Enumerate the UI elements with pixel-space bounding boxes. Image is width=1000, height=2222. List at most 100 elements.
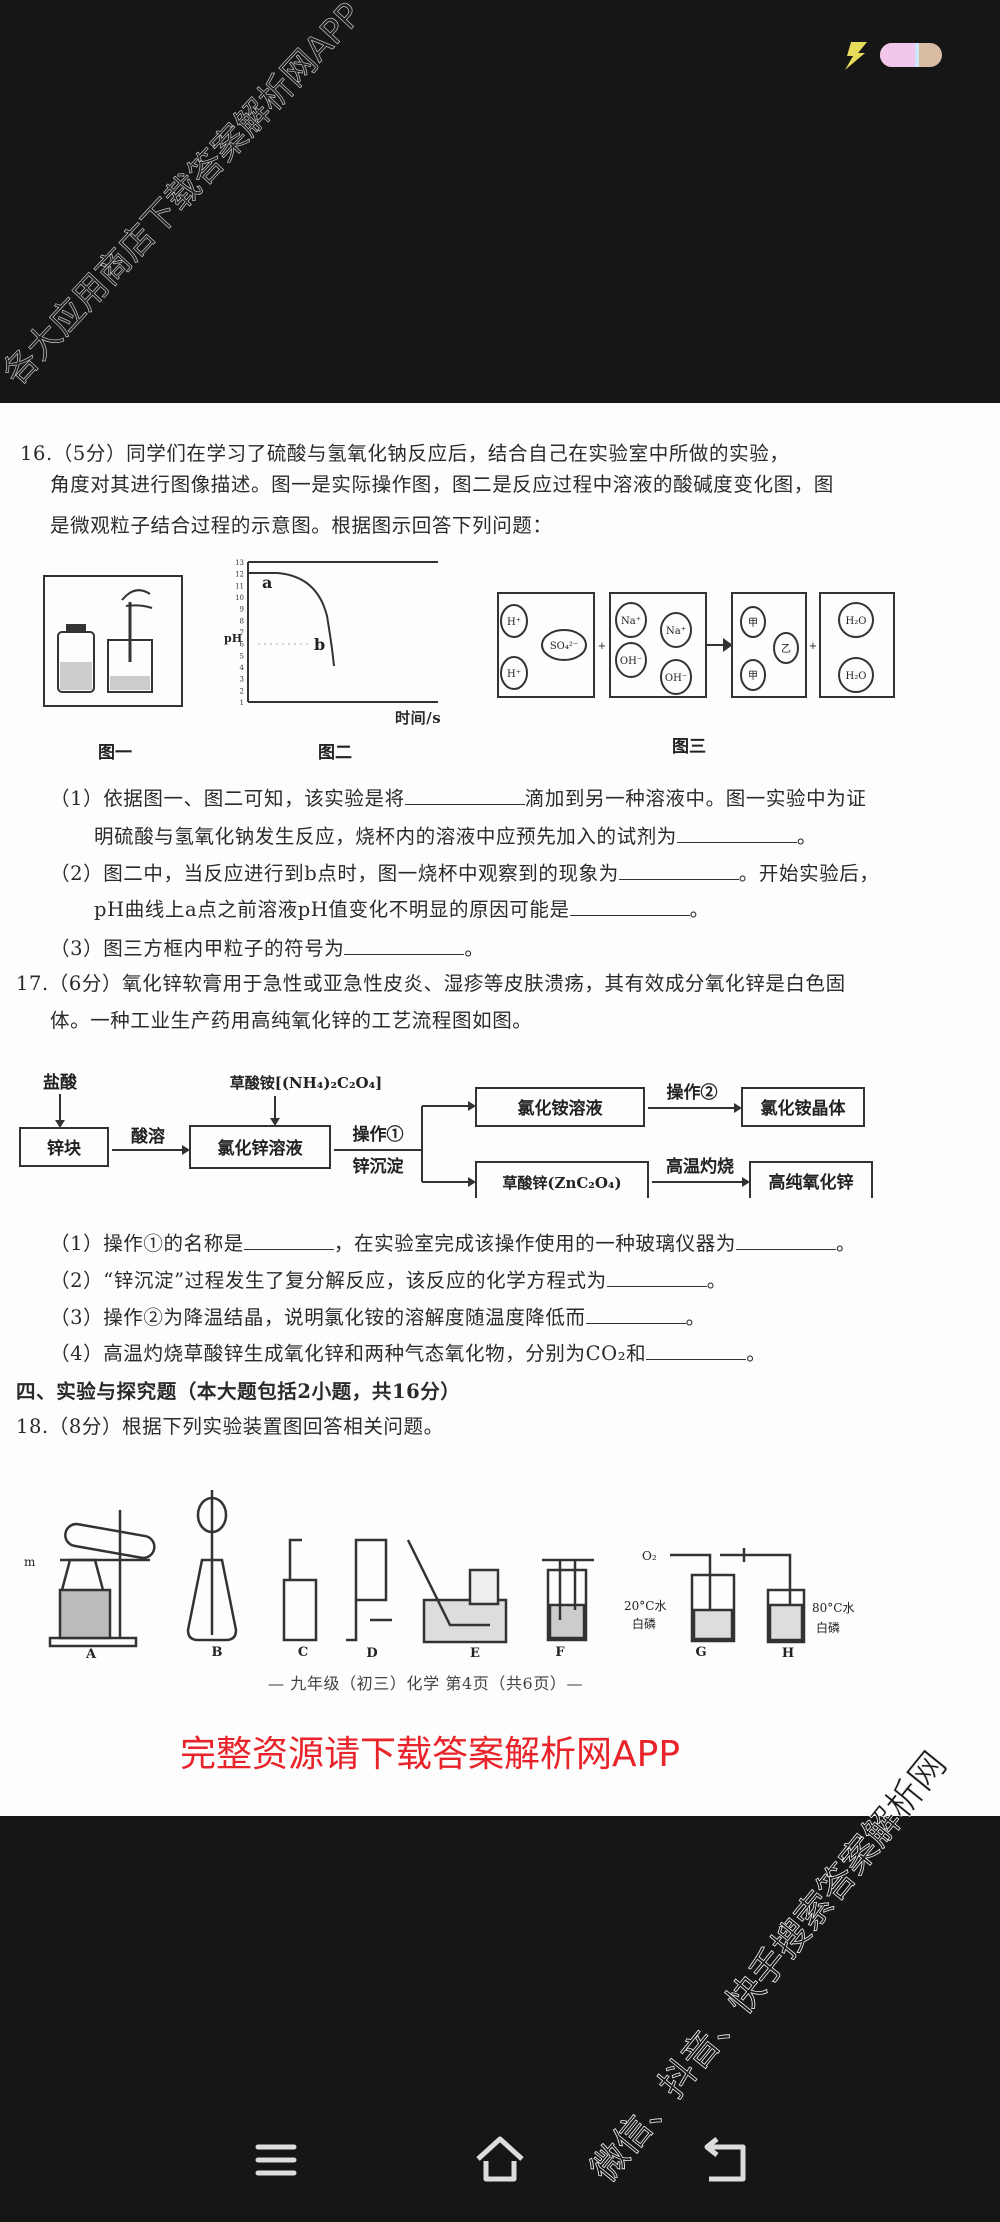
particle-h: H⁺ [507,617,521,628]
particle-oh: OH⁻ [665,673,687,684]
point-a-label: a [262,573,272,592]
ph-tick-label: 13 [235,559,244,567]
flow-hcl: 盐酸 [43,1072,78,1093]
lab-apparatus-figure: m O₂ 20°C水 白磷 80°C水 白磷 A B C D E F G H [24,1490,854,1660]
text: 。 [746,1342,767,1365]
text: （1）操作①的名称是 [50,1232,244,1255]
ph-tick-label: 5 [240,652,244,660]
q16-sub1: （1）依据图一、图二可知，该实验是将 滴加到另一种溶液中。图一实验中为证 [50,782,866,811]
flow-calcine: 高温灼烧 [666,1156,734,1177]
flow-zinc: 锌块 [47,1138,82,1159]
apparatus-label-e: E [470,1646,480,1660]
ph-tick-label: 7 [240,629,244,637]
q18-line1: 18.（8分）根据下列实验装置图回答相关问题。 [16,1415,444,1438]
text: 。 [796,825,818,848]
q17-sub3: （3）操作②为降温结晶，说明氯化铵的溶解度随温度降低而。 [50,1301,706,1330]
answer-blank[interactable] [676,824,797,843]
q17-sub1: （1）操作①的名称是 ，在实验室完成该操作使用的一种玻璃仪器为 。 [50,1227,856,1256]
particle-yi: 乙 [781,643,791,655]
text: （2）图二中，当反应进行到b点时，图一烧杯中观察到的现象为 [50,862,619,885]
g-phosphorus-label: 白磷 [632,1616,656,1631]
answer-blank[interactable] [404,786,525,805]
m-label: m [24,1555,36,1569]
o2-label: O₂ [642,1549,657,1563]
q16-sub2-cont: pH曲线上a点之前溶液pH值变化不明显的原因可能是。 [94,893,710,922]
figure-2-caption: 图二 [318,743,352,763]
figure-3-caption: 图三 [672,737,706,757]
charging-bolt-icon [845,42,867,70]
time-axis-label: 时间/s [395,709,442,727]
ph-tick-label: 1 [240,699,244,707]
answer-blank[interactable] [243,1231,334,1250]
status-bar [835,38,975,74]
q17-line1: 17.（6分）氧化锌软膏用于急性或亚急性皮炎、湿疹等皮肤溃疡，其有效成分氧化锌是… [16,972,846,995]
exam-page [0,403,1000,1816]
process-flowchart: 盐酸 锌块 酸溶 草酸铵[(NH₄)₂C₂O₄] 氯化锌溶液 操作① 锌沉淀 氯… [19,1072,873,1198]
particle-na: Na⁺ [666,626,686,637]
figure-1-operation [43,575,183,707]
flow-oxalate: 草酸铵[(NH₄)₂C₂O₄] [230,1074,383,1092]
text: （3）操作②为降温结晶，说明氯化铵的溶解度随温度降低而 [50,1306,586,1329]
watermark-middle: 完整资源请下载答案解析网APP [180,1734,681,1775]
answer-blank[interactable] [606,1268,707,1287]
text: 。 [464,937,485,960]
text: （1）依据图一、图二可知，该实验是将 [50,787,405,810]
apparatus-label-g: G [695,1645,706,1660]
particle-jia: 甲 [748,671,758,682]
ph-tick-label: 11 [235,582,244,590]
ph-axis-label: pH [224,632,242,645]
home-button[interactable] [470,2135,530,2185]
text: 。开始实验后， [738,862,880,885]
h-phosphorus-label: 白磷 [816,1620,840,1635]
answer-blank[interactable] [569,897,690,916]
ph-tick-label: 4 [240,664,245,672]
q16-sub2: （2）图二中，当反应进行到b点时，图一烧杯中观察到的现象为 。开始实验后， [50,857,880,886]
text: ，在实验室完成该操作使用的一种玻璃仪器为 [333,1232,736,1255]
answer-blank[interactable] [618,861,739,880]
q16-sub3: （3）图三方框内甲粒子的符号为。 [50,932,485,961]
back-button[interactable] [697,2135,753,2185]
text: 明硫酸与氢氧化钠发生反应，烧杯内的溶液中应预先加入的试剂为 [94,825,677,848]
flow-op1: 操作① [353,1124,404,1145]
menu-icon [255,2144,297,2176]
text: 。 [706,1269,727,1292]
answer-blank[interactable] [735,1231,836,1250]
q16-line2: 角度对其进行图像描述。图一是实际操作图，图二是反应过程中溶液的酸碱度变化图，图 [50,473,834,496]
back-icon [704,2137,746,2182]
flow-acid-dissolve: 酸溶 [131,1126,165,1147]
flow-precip: 锌沉淀 [353,1156,405,1177]
ph-tick-label: 6 [240,641,245,649]
battery-icon [880,43,942,67]
apparatus-label-a: A [85,1647,97,1660]
point-b-label: b [314,635,325,654]
q16-line1: 16.（5分）同学们在学习了硫酸与氢氧化钠反应后，结合自己在实验室中所做的实验， [20,442,790,465]
ph-tick-label: 10 [235,594,244,602]
figure-3-particles: H⁺ SO₄²⁻ H⁺ + Na⁺ Na⁺ OH⁻ OH⁻ 甲 乙 甲 + H₂… [497,592,895,698]
answer-blank[interactable] [585,1305,686,1324]
apparatus-label-h: H [782,1646,794,1660]
answer-blank[interactable] [344,936,465,955]
flow-nh4cl-crystal: 氯化铵晶体 [761,1098,847,1119]
text: 。 [835,1232,857,1255]
q17-sub4: （4）高温灼烧草酸锌生成氧化锌和两种气态氧化物，分别为CO₂和 。 [50,1337,766,1366]
g-water-label: 20°C水 [624,1599,666,1613]
particle-jia: 甲 [748,618,758,629]
answer-blank[interactable] [646,1341,747,1360]
ph-tick-label: 8 [240,617,244,625]
apparatus-label-d: D [366,1646,377,1660]
h-water-label: 80°C水 [812,1601,854,1615]
q16-sub1-cont: 明硫酸与氢氧化钠发生反应，烧杯内的溶液中应预先加入的试剂为 。 [94,820,817,849]
ph-tick-label: 12 [235,571,244,579]
particle-h2o: H₂O [846,671,867,682]
q17-sub2: （2）“锌沉淀”过程发生了复分解反应，该反应的化学方程式为。 [50,1264,727,1293]
flow-op2: 操作② [667,1082,718,1103]
apparatus-label-f: F [555,1645,565,1660]
watermark-top: 各大应用商店下载答案解析网APP [0,0,370,393]
text: （4）高温灼烧草酸锌生成氧化锌和两种气态氧化物，分别为CO₂和 [50,1342,647,1365]
text: 滴加到另一种溶液中。图一实验中为证 [524,787,867,810]
menu-button[interactable] [252,2135,302,2185]
particle-h: H⁺ [507,669,521,680]
ph-curve [248,572,335,667]
